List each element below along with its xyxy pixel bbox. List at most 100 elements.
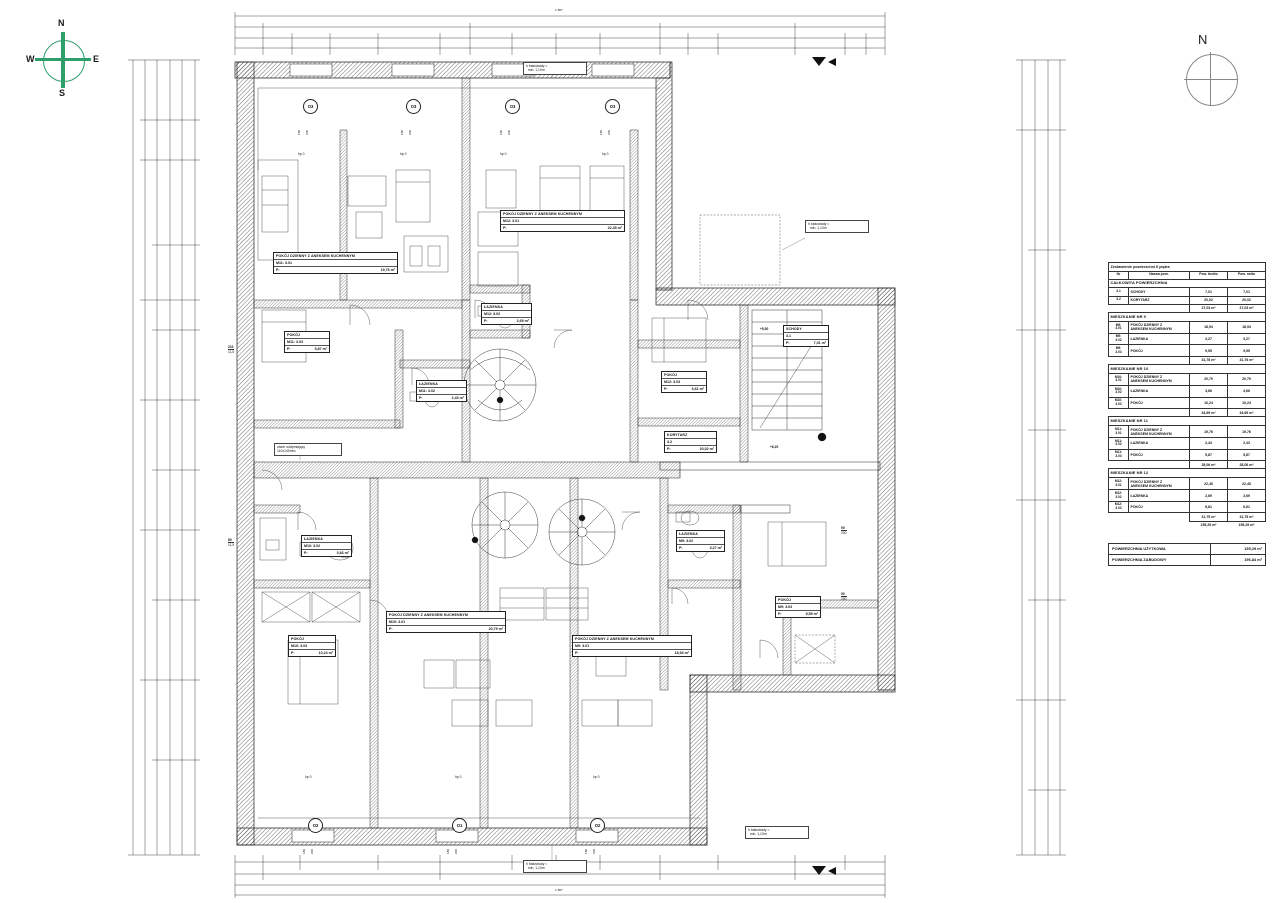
- area-row-nr: M12:3.02: [1108, 489, 1129, 502]
- area-row-netto: 3,27: [1227, 332, 1266, 346]
- note-balustrade-bottom: h balustrady = min. 1,10m: [523, 860, 587, 873]
- room-tag-p-label: P:: [667, 446, 671, 451]
- area-row-name: POKÓJ: [1128, 396, 1190, 410]
- area-row-nr: M12:3.01: [1108, 477, 1129, 491]
- area-row-netto: 22,45: [1227, 477, 1266, 491]
- area-row-brutto: 22,45: [1189, 477, 1228, 491]
- area-row-name: KORYTARZ: [1128, 295, 1190, 305]
- room-tag-p-label: P:: [778, 611, 782, 616]
- room-tag-area-row: P:6,61 m²: [662, 386, 706, 392]
- door-dim-height-3: 200: [607, 129, 611, 135]
- area-row-netto: 2,43: [1227, 437, 1266, 450]
- level-mark-level-up: +5,50: [760, 327, 769, 331]
- area-row-nr: M9:3.03: [1108, 344, 1129, 357]
- room-tag-code: M9: 3.02: [677, 538, 724, 546]
- north-label: N: [1198, 32, 1208, 47]
- hp-label-6: hp 0: [593, 775, 600, 779]
- room-tag-p-label: P:: [276, 267, 280, 272]
- compass-rose-green: N S W E: [26, 18, 104, 100]
- room-tag-code: M11: 3.01: [274, 260, 397, 268]
- summary-label: POWIERZCHNIA UŻYTKOWA: [1108, 543, 1211, 555]
- side-door-label: 80: [228, 538, 232, 542]
- note-balustrade-bottom2: h balustrady = min. 1,10m: [745, 826, 809, 839]
- room-tag-area-value: 20,02 m²: [699, 446, 714, 451]
- door-tag-o3-3: O3: [605, 99, 620, 114]
- room-tag-p-label: P:: [679, 545, 683, 550]
- area-row-nr: M12:3.03: [1108, 500, 1129, 514]
- compass-north-indicator: N: [1180, 32, 1242, 110]
- area-row-nr: 3.1: [1108, 287, 1129, 297]
- room-tag-code: M12: 3.03: [662, 379, 706, 387]
- area-section-sum-brutto: 31,76 m²: [1189, 355, 1228, 366]
- door-dim-height-1: 200: [454, 848, 458, 854]
- room-tag-code: M11: 3.03: [285, 339, 329, 347]
- room-tag-area-row: P:10,24 m²: [289, 650, 335, 656]
- room-tag-name: POKÓJ: [662, 372, 706, 380]
- hp-label-0: hp 0: [298, 152, 305, 156]
- room-tag-area-row: P:2,43 m²: [417, 395, 466, 401]
- compass-label-west: W: [26, 54, 35, 64]
- area-row-nr: 3.2: [1108, 295, 1129, 305]
- side-door-sub: 11,5: [228, 542, 235, 547]
- area-header-1: Nazwa pom.: [1128, 270, 1190, 280]
- area-section-sum-brutto: 28,06 m²: [1189, 460, 1228, 470]
- area-row-netto: 20,79: [1227, 372, 1266, 386]
- room-tag-area-value: 19,76 m²: [380, 267, 395, 272]
- compass-needle-horizontal: [35, 58, 91, 61]
- room-tag-p-label: P:: [389, 626, 393, 631]
- area-section-title: MIESZKANIE NR 12: [1108, 468, 1266, 479]
- compass-label-south: S: [59, 88, 66, 98]
- room-tag-area-value: 3,27 m²: [709, 545, 722, 550]
- room-tag-name: ŁAZIENKA: [482, 304, 531, 312]
- area-row-netto: 20,02: [1227, 295, 1266, 305]
- area-section-title: CAŁKOWITA POWIERZCHNIA: [1108, 278, 1266, 289]
- room-tag-p-label: P:: [304, 550, 308, 555]
- door-dim-height-2: 200: [592, 848, 596, 854]
- area-row-brutto: 3,66: [1189, 384, 1228, 398]
- room-tag-name: POKÓJ: [289, 636, 335, 644]
- compass-label-north: N: [58, 18, 65, 28]
- summary-label: POWIERZCHNIA ZABUDOWY: [1108, 553, 1211, 566]
- hp-label-3: hp 0: [602, 152, 609, 156]
- room-tag-code: M9: 3.03: [776, 604, 820, 612]
- room-tag-code: M10: 3.03: [289, 643, 335, 651]
- area-section-sum-netto: 34,69 m²: [1227, 408, 1266, 418]
- room-tag-name: POKÓJ DZIENNY Z ANEKSEM KUCHENNYM: [573, 636, 691, 644]
- room-tag-area-row: P:20,79 m²: [387, 626, 505, 632]
- room-tag-p-label: P:: [575, 650, 579, 655]
- area-row-netto: 7,01: [1227, 287, 1266, 297]
- door-dim-width-1: 180: [400, 129, 404, 135]
- room-tag-name: KORYTARZ: [665, 432, 716, 440]
- area-row-nr: M11:3.02: [1108, 437, 1129, 450]
- hp-label-5: hp 0: [455, 775, 462, 779]
- area-row-name: SCHODY: [1128, 287, 1190, 297]
- door-tag-o3-1: O3: [406, 99, 421, 114]
- area-row-name: POKÓJ: [1128, 344, 1190, 357]
- room-tag-area-row: P:22,45 m²: [501, 225, 624, 231]
- area-row-netto: 2,69: [1227, 489, 1266, 502]
- area-header-3: Pow. netto: [1227, 270, 1266, 280]
- area-row-netto: 18,94: [1227, 320, 1266, 334]
- area-row-nr: M11:3.03: [1108, 448, 1129, 462]
